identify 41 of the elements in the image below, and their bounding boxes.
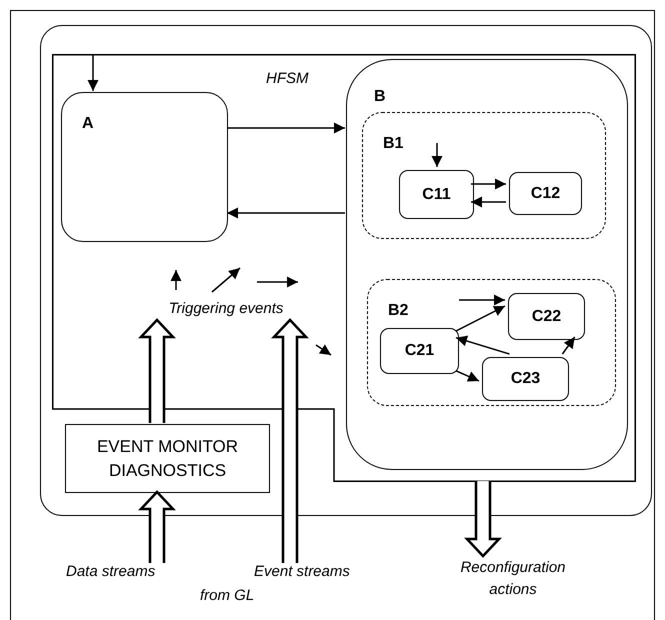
italic-caption: Event streams xyxy=(254,563,350,580)
block-arrow xyxy=(138,318,176,424)
italic-caption: from GL xyxy=(200,587,254,604)
state-box xyxy=(399,170,474,219)
italic-caption: Data streams xyxy=(66,563,156,580)
arrow xyxy=(471,196,506,208)
arrow xyxy=(456,305,506,332)
state-name: B1 xyxy=(383,135,404,153)
region-title: HFSM xyxy=(266,70,308,87)
state-name: C23 xyxy=(510,370,540,388)
arrow xyxy=(227,122,345,134)
state-box xyxy=(509,172,582,215)
state-name: A xyxy=(82,115,94,133)
arrow xyxy=(88,55,98,91)
arrow xyxy=(459,294,505,306)
italic-caption: Reconfiguration actions xyxy=(459,558,567,600)
state-box xyxy=(482,357,569,401)
arrow xyxy=(432,143,442,167)
substate-region xyxy=(367,279,616,406)
italic-caption: Triggering events xyxy=(168,299,284,319)
state-name: B2 xyxy=(388,302,408,320)
state-box xyxy=(380,328,459,374)
monitor-box xyxy=(65,424,270,493)
state-box xyxy=(61,92,228,242)
state-name: C21 xyxy=(404,342,434,360)
substate-region xyxy=(362,112,606,239)
state-name: B xyxy=(374,88,386,106)
state-box xyxy=(508,293,585,340)
state-name: C12 xyxy=(530,184,560,202)
block-arrow xyxy=(138,490,176,564)
block-arrow xyxy=(271,318,309,564)
arrow xyxy=(471,178,506,190)
arrow xyxy=(562,336,576,354)
arrow xyxy=(456,370,480,382)
box-title: EVENT MONITOR DIAGNOSTICS xyxy=(96,436,240,482)
block-arrow xyxy=(464,480,502,558)
state-name: C11 xyxy=(422,186,451,204)
arrow xyxy=(227,208,345,218)
state-name: C22 xyxy=(532,308,562,326)
arrow xyxy=(456,336,510,355)
state-box xyxy=(346,59,628,470)
